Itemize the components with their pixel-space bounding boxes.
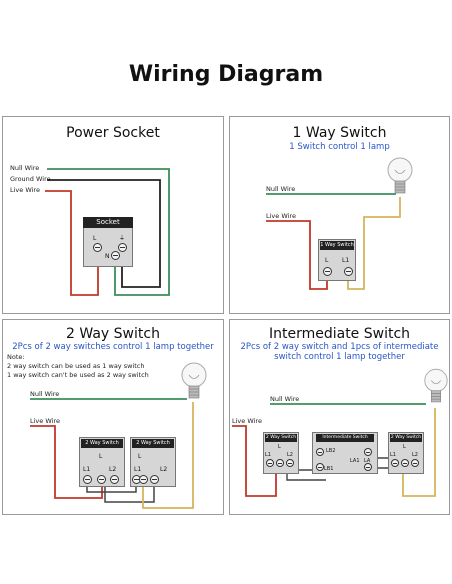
- panel-subtitle: 1 Switch control 1 lamp: [289, 142, 390, 152]
- terminal-l-label: L: [325, 257, 329, 264]
- traveler-1: [86, 485, 137, 493]
- intermediate-switch-label: Intermediate Switch: [316, 434, 374, 442]
- one-way-wires: [266, 193, 401, 290]
- two-way-switch-label-2: 2 Way Switch: [390, 434, 422, 442]
- terminal-l-label: L: [403, 444, 406, 450]
- terminal-la-screw: [364, 463, 372, 471]
- bulb-icon: [424, 368, 448, 403]
- terminal-lb1-label: LB1: [324, 466, 334, 472]
- null-wire-label: Null Wire: [30, 390, 60, 398]
- socket-label: Socket: [83, 217, 133, 228]
- terminal-l-label: L: [99, 453, 103, 460]
- ground-wire-label: Ground Wire: [10, 175, 51, 183]
- terminal-l1-screw: [266, 459, 274, 467]
- terminal-l2-screw: [411, 459, 419, 467]
- terminal-l2-label: L2: [287, 452, 293, 458]
- panel-subtitle: 2Pcs of 2 way switches control 1 lamp to…: [12, 342, 214, 352]
- panel-intermediate-switch: Intermediate Switch 2Pcs of 2 way switch…: [229, 319, 450, 515]
- panel-1-way-switch: 1 Way Switch 1 Switch control 1 lamp Nul…: [229, 116, 450, 314]
- live-wire-label: Live Wire: [232, 417, 262, 425]
- ground-wire: [47, 179, 161, 288]
- terminal-lb1-screw: [316, 463, 324, 471]
- panel-title: Power Socket: [66, 125, 160, 141]
- two-way-switch-label-1: 2 Way Switch: [265, 434, 297, 442]
- terminal-lb2-label: LB2: [326, 448, 336, 454]
- terminal-l-screw: [93, 243, 102, 252]
- panel-power-socket: Power Socket Null Wire Ground Wire Live …: [2, 116, 224, 314]
- terminal-l1-screw: [391, 459, 399, 467]
- terminal-l2-screw: [150, 475, 159, 484]
- terminal-l2-label: L2: [109, 466, 117, 473]
- terminal-l-screw: [323, 267, 332, 276]
- terminal-la1-label: LA1: [350, 458, 360, 464]
- live-wire-label: Live Wire: [10, 186, 40, 194]
- live-wire-label: Live Wire: [266, 212, 296, 220]
- null-wire-label: Null Wire: [266, 185, 296, 193]
- terminal-l1-screw: [344, 267, 353, 276]
- traveler-2: [104, 485, 155, 503]
- terminal-l2-screw: [286, 459, 294, 467]
- terminal-la-label: LA: [364, 458, 371, 464]
- lamp-wire: [347, 197, 401, 290]
- panel-title: 1 Way Switch: [292, 125, 387, 141]
- null-wire-label: Null Wire: [10, 164, 40, 172]
- socket-wires: [45, 168, 170, 296]
- note-title: Note:: [7, 353, 25, 361]
- lamp-wire: [142, 402, 194, 509]
- terminal-l-screw: [139, 475, 148, 484]
- one-way-switch-label: 1 Way Switch: [320, 241, 354, 250]
- lamp-wire: [402, 408, 436, 497]
- live-wire: [232, 425, 277, 497]
- panel-subtitle-line-2: switch control 1 lamp together: [274, 352, 405, 362]
- panel-title: 2 Way Switch: [66, 326, 160, 342]
- intermediate-wires: [232, 403, 436, 497]
- two-way-switch-label-1: 2 Way Switch: [81, 439, 123, 448]
- panel-2-way-switch: 2 Way Switch 2Pcs of 2 way switches cont…: [2, 319, 224, 515]
- note-line-1: 2 way switch can be used as 1 way switch: [7, 362, 145, 370]
- terminal-l1-label: L1: [83, 466, 91, 473]
- terminal-la1-screw: [364, 448, 372, 456]
- bulb-icon: [387, 157, 413, 194]
- terminal-l1-screw: [83, 475, 92, 484]
- terminal-lb2-screw: [316, 448, 324, 456]
- panel-subtitle-line-1: 2Pcs of 2 way switch and 1pcs of interme…: [240, 342, 439, 352]
- terminal-l-screw: [97, 475, 106, 484]
- terminal-l-label: L: [278, 444, 281, 450]
- terminal-l-label: L: [138, 453, 142, 460]
- note-line-2: 1 way switch can't be used as 2 way swit…: [7, 371, 149, 379]
- terminal-earth-label: ⏚: [119, 235, 126, 242]
- terminal-earth-screw: [118, 243, 127, 252]
- terminal-n-screw: [111, 251, 120, 260]
- live-wire-label: Live Wire: [30, 417, 60, 425]
- live-wire: [30, 425, 103, 499]
- null-wire: [47, 168, 170, 296]
- terminal-l1-label: L1: [342, 257, 350, 264]
- panel-title: Intermediate Switch: [268, 326, 411, 342]
- terminal-l2-label: L2: [412, 452, 418, 458]
- terminal-l1-label: L1: [390, 452, 396, 458]
- two-way-switch-label-2: 2 Way Switch: [132, 439, 174, 448]
- terminal-l1-label: L1: [265, 452, 271, 458]
- null-wire-label: Null Wire: [270, 395, 300, 403]
- two-way-wires: [30, 398, 194, 509]
- terminal-l1-label: L1: [134, 466, 142, 473]
- terminal-l-screw: [401, 459, 409, 467]
- terminal-n-label: N: [105, 253, 110, 260]
- terminal-l-screw: [276, 459, 284, 467]
- page-title: Wiring Diagram: [128, 62, 324, 87]
- live-wire: [45, 190, 99, 296]
- terminal-l-label: L: [93, 235, 97, 242]
- terminal-l2-screw: [110, 475, 119, 484]
- bulb-icon: [181, 362, 207, 399]
- live-wire: [266, 220, 328, 290]
- terminal-l2-label: L2: [160, 466, 168, 473]
